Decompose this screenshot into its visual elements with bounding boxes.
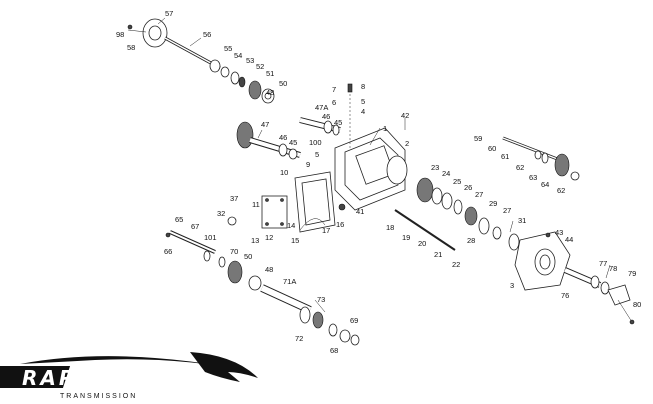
label-4: 4 <box>361 107 365 116</box>
raptor-logo: RAPTOR TRANSMISSION <box>0 352 258 400</box>
label-14: 14 <box>287 221 295 230</box>
label-47A: 47A <box>315 103 328 112</box>
label-62: 62 <box>516 163 524 172</box>
logo-text: RAPTOR <box>22 366 132 390</box>
label-16: 16 <box>336 220 344 229</box>
label-62b: 62 <box>557 186 565 195</box>
label-65: 65 <box>175 215 183 224</box>
label-11: 11 <box>252 200 260 209</box>
label-57: 57 <box>165 9 173 18</box>
label-26: 26 <box>464 183 472 192</box>
label-20: 20 <box>418 239 426 248</box>
label-59: 59 <box>474 134 482 143</box>
label-66: 66 <box>164 247 172 256</box>
label-98: 98 <box>116 30 124 39</box>
logo-subtext: TRANSMISSION <box>60 393 137 400</box>
label-54: 54 <box>234 51 242 60</box>
label-23: 23 <box>431 163 439 172</box>
label-15: 15 <box>291 236 299 245</box>
label-50: 50 <box>279 79 287 88</box>
label-5: 5 <box>361 97 365 106</box>
label-58: 58 <box>127 43 135 52</box>
label-45: 45 <box>334 118 342 127</box>
label-69: 69 <box>350 316 358 325</box>
label-70: 70 <box>230 247 238 256</box>
callout-labels: 57 98 58 56 55 54 53 52 51 50 48 7 8 6 5… <box>116 9 641 355</box>
label-67: 67 <box>191 222 199 231</box>
lower-mainshaft-assembly <box>165 230 360 346</box>
transmission-case <box>334 83 408 211</box>
label-17: 17 <box>322 226 330 235</box>
label-5b: 5 <box>315 150 319 159</box>
label-64: 64 <box>541 180 549 189</box>
label-8: 8 <box>361 82 365 91</box>
label-78: 78 <box>609 264 617 273</box>
label-27: 27 <box>475 190 483 199</box>
label-56: 56 <box>203 30 211 39</box>
label-29: 29 <box>489 199 497 208</box>
label-1: 1 <box>383 124 387 133</box>
label-77: 77 <box>599 259 607 268</box>
label-43: 43 <box>555 228 563 237</box>
callout-leaders <box>157 17 611 313</box>
label-48b: 48 <box>265 265 273 274</box>
label-37: 37 <box>230 194 238 203</box>
upper-output-shaft-assembly <box>127 18 275 104</box>
reverse-idler-assembly <box>502 136 580 181</box>
label-46b: 46 <box>279 133 287 142</box>
label-61: 61 <box>501 152 509 161</box>
label-52: 52 <box>256 62 264 71</box>
label-53: 53 <box>246 56 254 65</box>
label-47: 47 <box>261 120 269 129</box>
label-21: 21 <box>434 250 442 259</box>
label-80: 80 <box>633 300 641 309</box>
label-68: 68 <box>330 346 338 355</box>
label-24: 24 <box>442 169 450 178</box>
label-100: 100 <box>309 138 322 147</box>
label-25: 25 <box>453 177 461 186</box>
label-55: 55 <box>224 44 232 53</box>
label-48: 48 <box>266 88 274 97</box>
label-9: 9 <box>306 160 310 169</box>
label-13: 13 <box>251 236 259 245</box>
label-41: 41 <box>356 207 364 216</box>
label-7: 7 <box>332 85 336 94</box>
label-71A: 71A <box>283 277 296 286</box>
label-28: 28 <box>467 236 475 245</box>
label-31: 31 <box>518 216 526 225</box>
label-18: 18 <box>386 223 394 232</box>
label-51: 51 <box>266 69 274 78</box>
label-19: 19 <box>402 233 410 242</box>
label-22: 22 <box>452 260 460 269</box>
label-76: 76 <box>561 291 569 300</box>
label-73: 73 <box>317 295 325 304</box>
cluster-shaft-assembly <box>236 117 341 160</box>
label-12: 12 <box>265 233 273 242</box>
label-6: 6 <box>332 98 336 107</box>
label-44: 44 <box>565 235 573 244</box>
label-60: 60 <box>488 144 496 153</box>
label-42: 42 <box>401 111 409 120</box>
tail-housing <box>514 231 635 325</box>
label-101: 101 <box>204 233 217 242</box>
label-32: 32 <box>217 209 225 218</box>
label-46: 46 <box>322 112 330 121</box>
label-63: 63 <box>529 173 537 182</box>
label-3: 3 <box>510 281 514 290</box>
label-45b: 45 <box>289 138 297 147</box>
label-10: 10 <box>280 168 288 177</box>
label-2: 2 <box>405 139 409 148</box>
label-50b: 50 <box>244 252 252 261</box>
side-cover <box>227 171 346 233</box>
label-79: 79 <box>628 269 636 278</box>
label-72: 72 <box>295 334 303 343</box>
counter-gear-stack <box>394 177 520 251</box>
label-27b: 27 <box>503 206 511 215</box>
